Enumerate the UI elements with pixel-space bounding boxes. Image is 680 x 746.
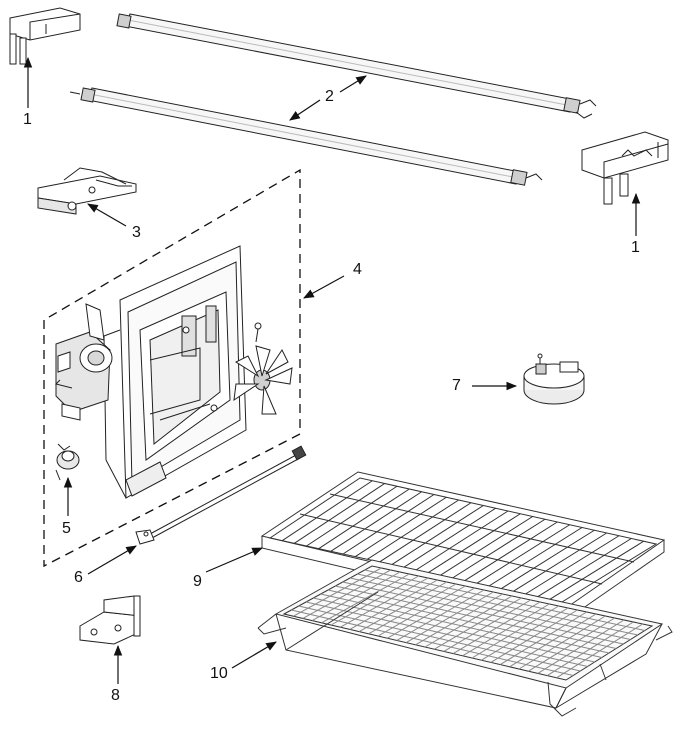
- rack-wire: [513, 533, 606, 591]
- rack-wire: [526, 536, 620, 594]
- sensor-cable: [136, 446, 306, 544]
- callout-1-right: 1: [631, 239, 640, 256]
- leader-arrows: [23, 56, 641, 684]
- rack-wire: [392, 506, 484, 565]
- rack-wire: [294, 484, 384, 544]
- rack-wire: [331, 492, 422, 552]
- callout-6: 6: [74, 569, 83, 586]
- bracket-left: [10, 8, 80, 64]
- rack-wire: [404, 508, 496, 567]
- callout-3: 3: [132, 224, 141, 241]
- rack-wire: [440, 517, 532, 576]
- small-motor: [524, 354, 584, 404]
- rack-wires: [282, 481, 644, 600]
- mesh-wire: [306, 602, 588, 667]
- rack-wire: [367, 500, 458, 559]
- rack-wire: [538, 539, 632, 597]
- rack-wire: [428, 514, 520, 573]
- air-fry-basket: [258, 560, 672, 716]
- callout-1-left: 1: [23, 111, 32, 128]
- switch-bracket: [38, 168, 136, 214]
- rack-wire: [550, 541, 644, 599]
- callout-2: 2: [325, 88, 334, 105]
- mesh-wire: [350, 578, 631, 640]
- rack-wire: [307, 486, 398, 546]
- callout-9: 9: [193, 573, 202, 590]
- rack-wire: [465, 522, 558, 581]
- rack-wire: [501, 530, 594, 588]
- rack-wire: [453, 519, 546, 578]
- mesh-wire: [299, 606, 581, 671]
- thermostat: [56, 444, 79, 480]
- rack-wire: [380, 503, 472, 562]
- rack-wire: [355, 497, 446, 556]
- rack-wire: [489, 528, 582, 587]
- rack-wire: [282, 481, 372, 541]
- mesh-wire: [321, 594, 602, 658]
- callout-7: 7: [452, 377, 461, 394]
- mesh-wire: [313, 598, 594, 662]
- mesh-wire: [343, 582, 624, 644]
- callout-5: 5: [62, 520, 71, 537]
- mesh-wire: [291, 610, 573, 676]
- rack-wire: [416, 511, 508, 570]
- convection-fan-assembly: [56, 246, 292, 498]
- callout-4: 4: [353, 261, 362, 278]
- rack-wire: [319, 489, 410, 549]
- bracket-right: [582, 132, 668, 204]
- rack-wire: [343, 495, 434, 555]
- callout-10: 10: [210, 665, 228, 682]
- hinge-bracket: [80, 596, 140, 644]
- mesh-wire: [357, 574, 637, 635]
- basket-mesh: [291, 568, 644, 678]
- heating-element-upper: [117, 14, 596, 118]
- mesh-wire: [365, 570, 645, 631]
- mesh-wire: [335, 586, 616, 649]
- callout-8: 8: [111, 687, 120, 704]
- mesh-wire: [328, 590, 609, 653]
- rack-wire: [477, 525, 570, 584]
- heating-element-lower: [70, 88, 542, 185]
